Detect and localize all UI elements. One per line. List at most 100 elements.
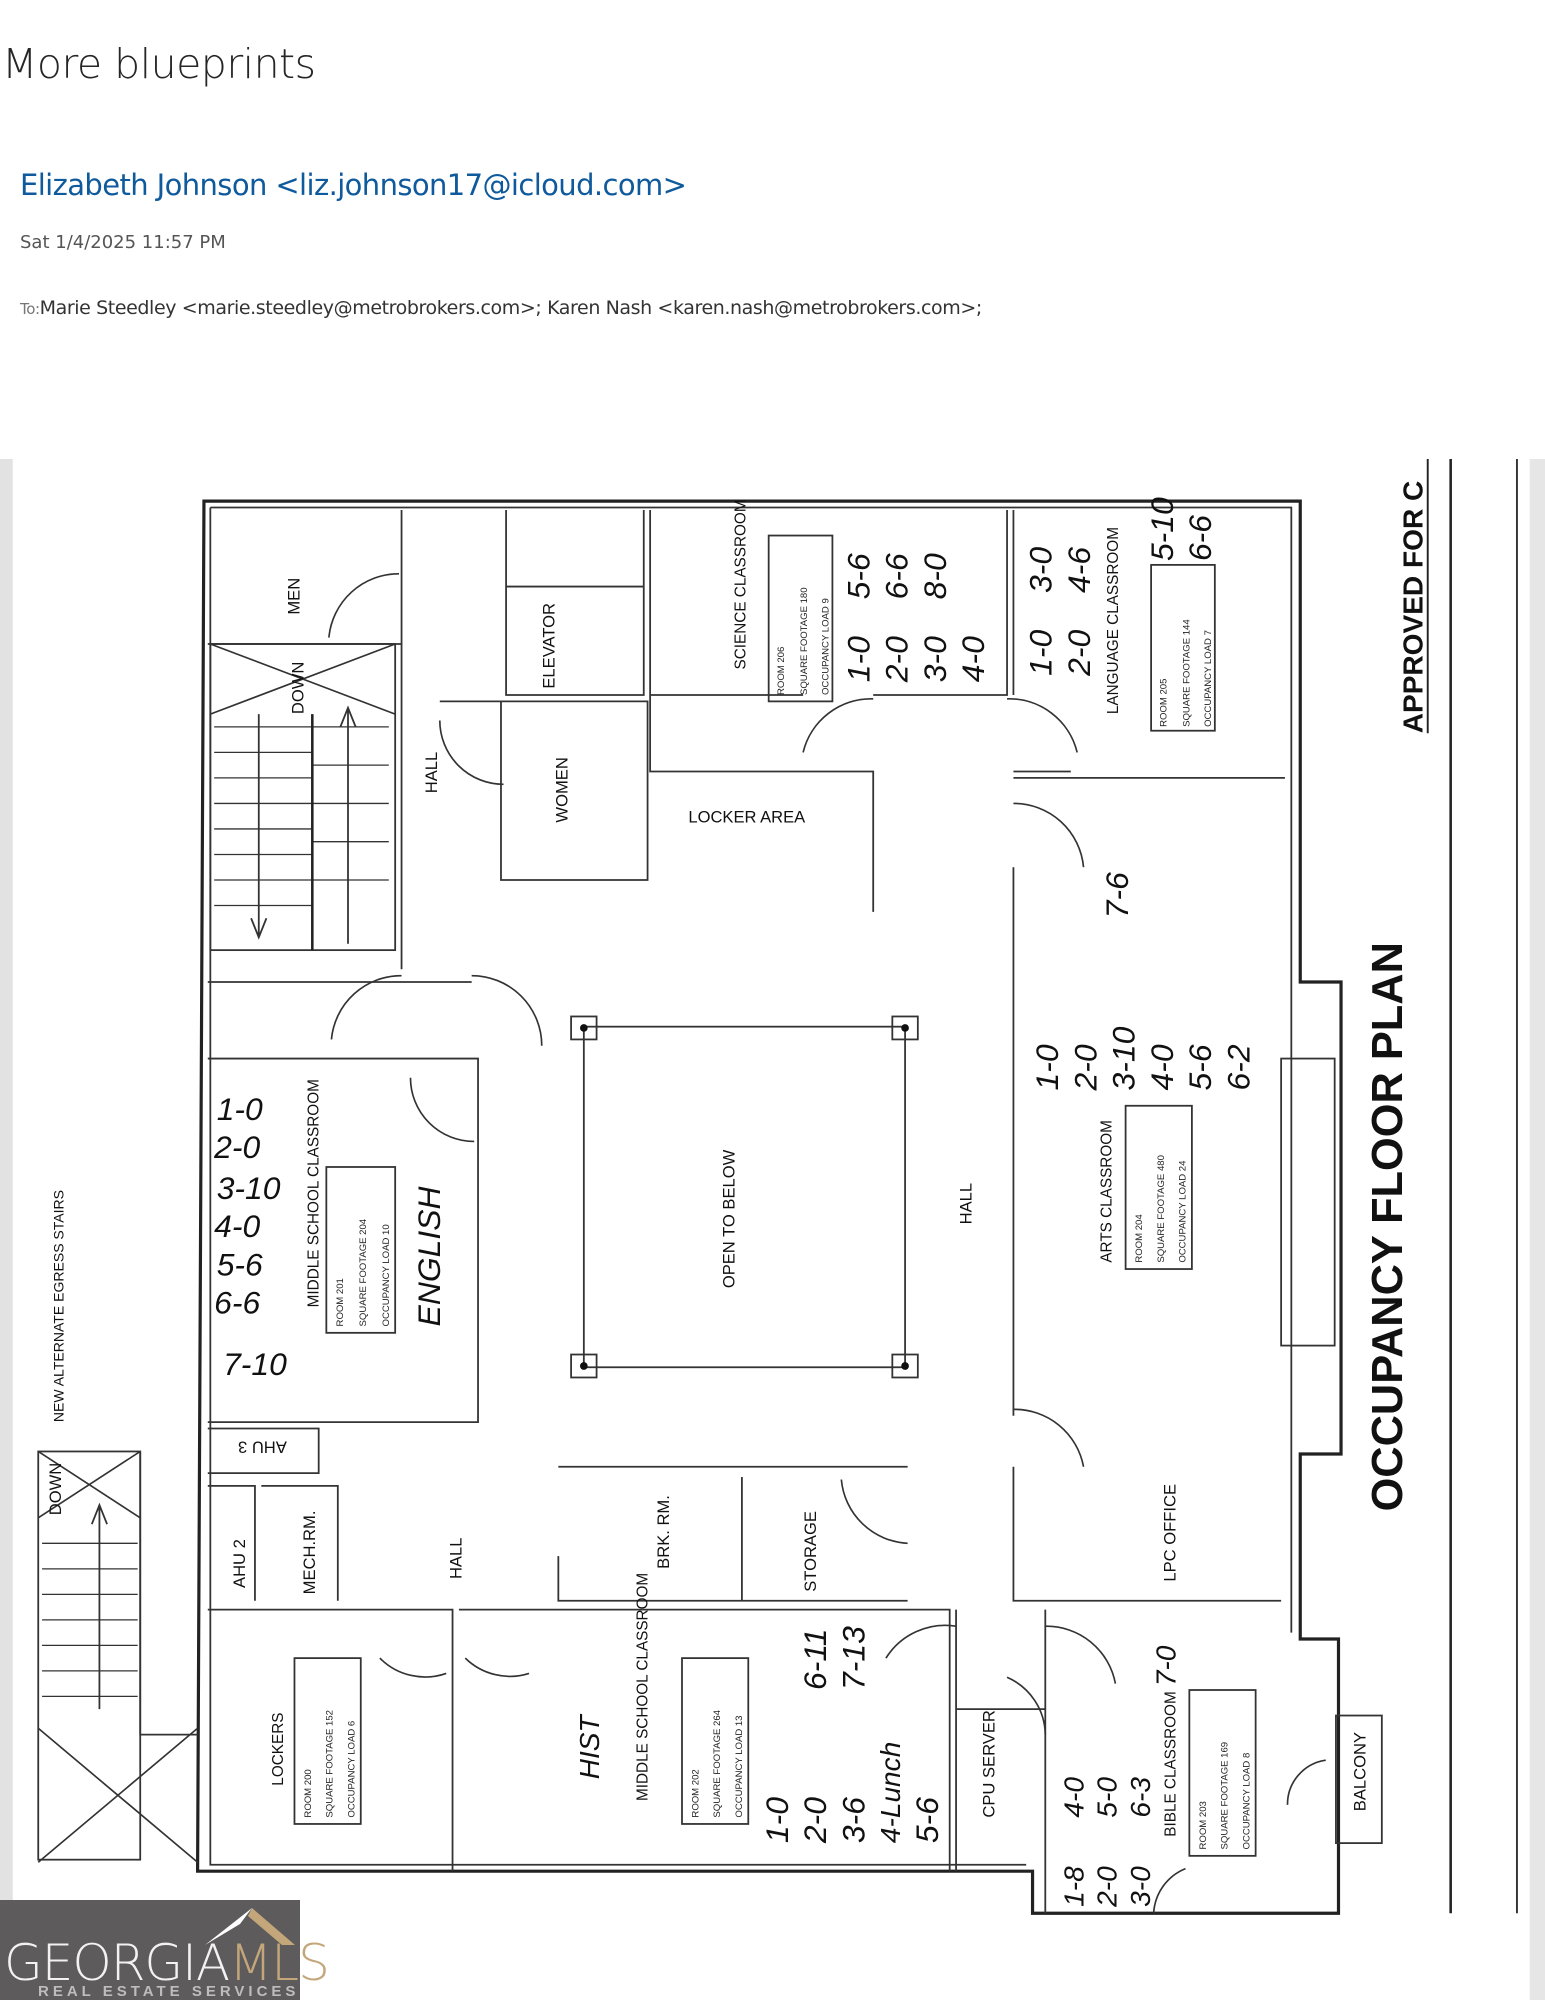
- svg-text:2-0: 2-0: [797, 1797, 833, 1844]
- svg-text:3-6: 3-6: [835, 1797, 871, 1843]
- svg-text:LOCKERS: LOCKERS: [270, 1713, 287, 1786]
- label-lpc: LPC OFFICE: [1160, 1484, 1179, 1582]
- svg-text:1-0: 1-0: [840, 636, 876, 682]
- svg-text:5-6: 5-6: [217, 1246, 263, 1282]
- svg-text:3-0: 3-0: [1023, 547, 1059, 593]
- svg-text:1-0: 1-0: [1029, 1044, 1065, 1090]
- svg-text:OCCUPANCY LOAD 8: OCCUPANCY LOAD 8: [1241, 1753, 1252, 1850]
- recipient[interactable]: Karen Nash <karen.nash@metrobrokers.com>…: [547, 297, 982, 319]
- svg-text:ROOM 200: ROOM 200: [303, 1769, 314, 1817]
- svg-text:7-0: 7-0: [1150, 1645, 1181, 1686]
- label-hall: HALL: [956, 1183, 975, 1224]
- label-locker-area: LOCKER AREA: [688, 808, 806, 827]
- svg-text:SCIENCE CLASSROOM: SCIENCE CLASSROOM: [733, 499, 750, 669]
- svg-text:7-13: 7-13: [835, 1626, 871, 1690]
- email-subject: More blueprints: [2, 40, 316, 88]
- svg-text:6-3: 6-3: [1125, 1777, 1156, 1818]
- svg-text:1-8: 1-8: [1059, 1866, 1090, 1907]
- label-brk: BRK. RM.: [654, 1495, 673, 1569]
- label-cpu: CPU SERVER: [979, 1710, 998, 1817]
- svg-text:HIST: HIST: [574, 1714, 605, 1780]
- svg-text:2-0: 2-0: [213, 1129, 260, 1165]
- svg-text:5-0: 5-0: [1092, 1777, 1123, 1818]
- room-language: LANGUAGE CLASSROOM ROOM 205 SQUARE FOOTA…: [1105, 527, 1216, 732]
- to-label: To:: [20, 300, 40, 318]
- svg-text:ROOM 203: ROOM 203: [1198, 1801, 1209, 1849]
- svg-text:3-0: 3-0: [1125, 1866, 1156, 1907]
- approval-stamp: APPROVED FOR C: [1398, 481, 1429, 734]
- room-science: SCIENCE CLASSROOM ROOM 206 SQUARE FOOTAG…: [733, 499, 834, 703]
- svg-text:1-0: 1-0: [759, 1797, 795, 1843]
- svg-text:4-0: 4-0: [1059, 1777, 1090, 1818]
- svg-text:ARTS CLASSROOM: ARTS CLASSROOM: [1099, 1120, 1116, 1263]
- svg-text:3-0: 3-0: [917, 636, 953, 682]
- floor-plan-image: MEN DOWN ELEVATOR WOMEN HALL LOCKER AREA…: [0, 459, 1545, 2000]
- georgia-mls-watermark: GEORGIAMLS REAL ESTATE SERVICES: [0, 1900, 330, 2000]
- svg-text:OCCUPANCY LOAD 10: OCCUPANCY LOAD 10: [381, 1224, 392, 1326]
- svg-text:6-11: 6-11: [797, 1629, 833, 1690]
- svg-text:7-10: 7-10: [223, 1346, 287, 1382]
- egress-stairs: [37, 1450, 199, 1863]
- svg-text:6-6: 6-6: [214, 1285, 260, 1321]
- label-elevator: ELEVATOR: [540, 603, 559, 689]
- label-women: WOMEN: [552, 757, 571, 822]
- svg-text:ROOM 205: ROOM 205: [1158, 679, 1169, 727]
- label-egress: NEW ALTERNATE EGRESS STAIRS: [51, 1190, 67, 1422]
- room-202: MIDDLE SCHOOL CLASSROOM ROOM 202 SQUARE …: [635, 1573, 750, 1825]
- svg-text:SQUARE FOOTAGE 264: SQUARE FOOTAGE 264: [712, 1709, 723, 1817]
- svg-text:4-Lunch: 4-Lunch: [875, 1742, 906, 1843]
- sender-link[interactable]: Elizabeth Johnson <liz.johnson17@icloud.…: [20, 168, 687, 202]
- label-ahu2: AHU 2: [230, 1539, 249, 1588]
- svg-text:BIBLE CLASSROOM: BIBLE CLASSROOM: [1162, 1691, 1179, 1836]
- room-lockers: LOCKERS ROOM 200 SQUARE FOOTAGE 152 OCCU…: [270, 1657, 362, 1825]
- label-men: MEN: [285, 578, 304, 615]
- svg-text:SQUARE FOOTAGE 204: SQUARE FOOTAGE 204: [358, 1218, 369, 1326]
- svg-text:ROOM 206: ROOM 206: [776, 647, 787, 695]
- label-mech: MECH.RM.: [300, 1511, 319, 1595]
- label-hall: HALL: [422, 752, 441, 793]
- svg-text:ENGLISH: ENGLISH: [411, 1185, 447, 1326]
- svg-text:SQUARE FOOTAGE 180: SQUARE FOOTAGE 180: [799, 587, 810, 695]
- label-storage: STORAGE: [801, 1511, 820, 1592]
- svg-text:ROOM 201: ROOM 201: [335, 1278, 346, 1326]
- balcony-outline: [1335, 1714, 1383, 1844]
- svg-text:SQUARE FOOTAGE 152: SQUARE FOOTAGE 152: [325, 1710, 336, 1818]
- svg-text:MIDDLE SCHOOL CLASSROOM: MIDDLE SCHOOL CLASSROOM: [306, 1079, 323, 1307]
- svg-text:4-6: 4-6: [1061, 547, 1097, 593]
- room-arts: ARTS CLASSROOM ROOM 204 SQUARE FOOTAGE 4…: [1099, 1104, 1193, 1270]
- svg-text:1-0: 1-0: [217, 1091, 263, 1127]
- svg-text:SQUARE FOOTAGE 480: SQUARE FOOTAGE 480: [1156, 1155, 1167, 1263]
- svg-text:5-6: 5-6: [1182, 1044, 1218, 1090]
- svg-text:3-10: 3-10: [217, 1170, 281, 1206]
- svg-text:6-2: 6-2: [1220, 1044, 1256, 1090]
- label-hall: HALL: [446, 1538, 465, 1579]
- interior-walls: [207, 510, 1285, 1914]
- svg-text:OCCUPANCY LOAD 13: OCCUPANCY LOAD 13: [734, 1715, 745, 1817]
- svg-text:3-10: 3-10: [1106, 1026, 1142, 1090]
- svg-text:4-0: 4-0: [955, 636, 991, 682]
- recipient[interactable]: Marie Steedley <marie.steedley@metrobrok…: [39, 297, 542, 319]
- open-to-below-area: [570, 1015, 919, 1379]
- svg-text:4-0: 4-0: [1144, 1044, 1180, 1090]
- svg-text:4-0: 4-0: [214, 1208, 260, 1244]
- svg-text:1-0: 1-0: [1023, 630, 1059, 676]
- svg-text:2-0: 2-0: [879, 636, 915, 683]
- door-swings: [328, 572, 1326, 1914]
- label-ahu3: AHU 3: [238, 1437, 287, 1456]
- label-open-to-below: OPEN TO BELOW: [719, 1149, 738, 1288]
- svg-text:5-6: 5-6: [909, 1797, 945, 1843]
- stairs-icon: [209, 643, 397, 952]
- svg-text:OCCUPANCY LOAD 7: OCCUPANCY LOAD 7: [1203, 630, 1214, 727]
- svg-text:5-6: 5-6: [840, 553, 876, 599]
- svg-text:OCCUPANCY LOAD 9: OCCUPANCY LOAD 9: [821, 598, 832, 695]
- svg-text:6-6: 6-6: [1182, 515, 1218, 561]
- plan-title: OCCUPANCY FLOOR PLAN: [1364, 942, 1412, 1511]
- svg-text:MIDDLE SCHOOL CLASSROOM: MIDDLE SCHOOL CLASSROOM: [635, 1573, 652, 1801]
- label-down: DOWN: [46, 1463, 65, 1515]
- svg-text:2-0: 2-0: [1061, 630, 1097, 677]
- svg-text:LANGUAGE CLASSROOM: LANGUAGE CLASSROOM: [1105, 527, 1122, 714]
- recipients-line: To:Marie Steedley <marie.steedley@metrob…: [20, 297, 982, 319]
- roof-icon: [205, 1908, 295, 1945]
- svg-text:OCCUPANCY LOAD 6: OCCUPANCY LOAD 6: [346, 1721, 357, 1818]
- svg-text:ROOM 202: ROOM 202: [691, 1769, 702, 1817]
